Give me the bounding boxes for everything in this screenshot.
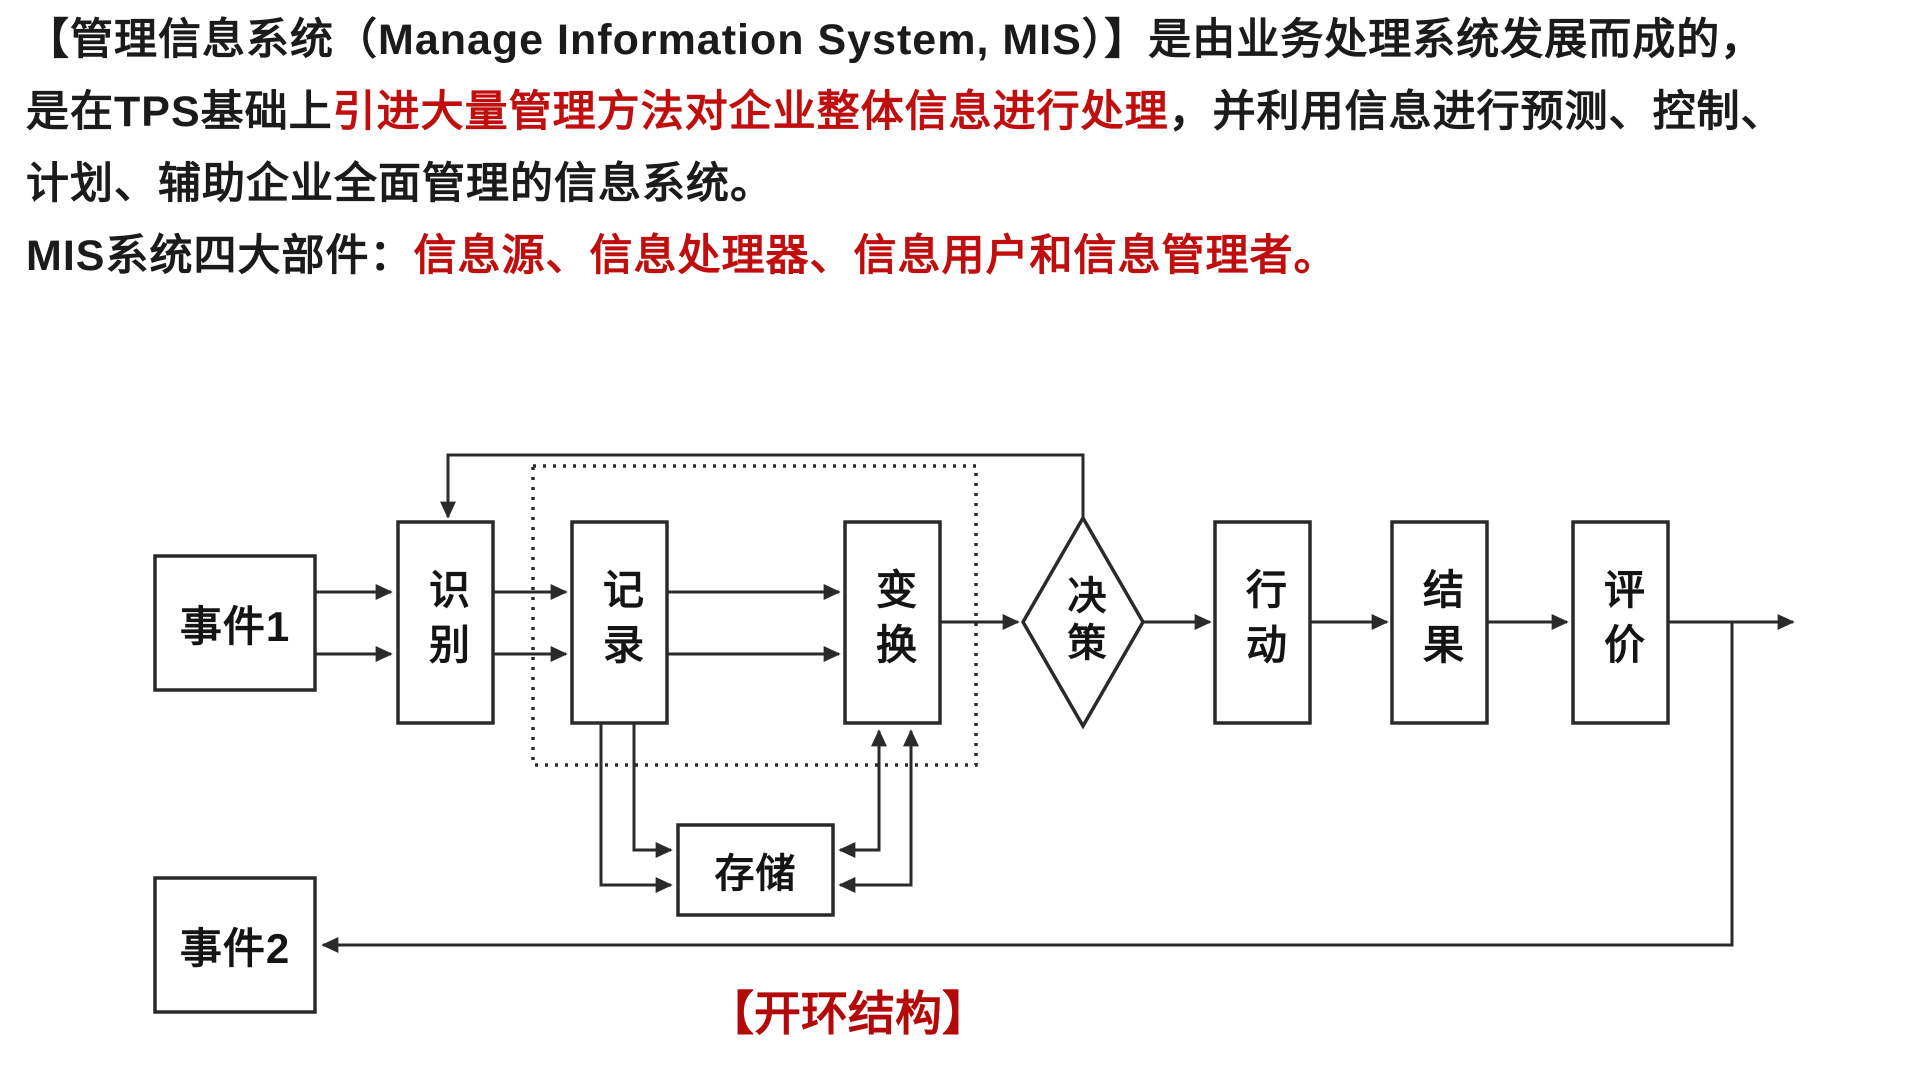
evaluate-box: [1571, 520, 1670, 725]
line2-black-pre: 是在TPS基础上: [26, 88, 333, 136]
line-storage-transform-upper: [838, 729, 887, 858]
line2-black-post: ，并利用信息进行预测、控制、: [1168, 88, 1785, 136]
event1-box: [153, 554, 317, 692]
line-record-storage-outer: [599, 723, 673, 893]
action-box: [1213, 520, 1312, 725]
decision-diamond: [1020, 514, 1146, 730]
dotted-boundary-box: [531, 464, 978, 767]
return-line-evaluate-event2: [321, 622, 1734, 953]
open-loop-caption: 【开环结构】: [707, 987, 989, 1040]
event2-box: [153, 876, 317, 1014]
text-line-3: 计划、辅助企业全面管理的信息系统。: [26, 148, 1785, 220]
line-record-storage-inner: [632, 723, 673, 858]
mis-definition-text: 【管理信息系统（Manage Information System, MIS）】…: [26, 4, 1785, 292]
line-storage-transform-lower: [838, 729, 919, 893]
storage-box: [676, 823, 835, 917]
result-box: [1390, 520, 1489, 725]
feedback-line-decision-identify: [440, 453, 1085, 519]
line3-black: 计划、辅助企业全面管理的信息系统。: [26, 160, 774, 208]
text-line-2: 是在TPS基础上引进大量管理方法对企业整体信息进行处理，并利用信息进行预测、控制…: [26, 76, 1785, 148]
line4-black: MIS系统四大部件：: [26, 232, 414, 280]
identify-box: [396, 520, 495, 725]
line1-black: 【管理信息系统（Manage Information System, MIS）】…: [26, 16, 1765, 64]
line2-red-highlight: 引进大量管理方法对企业整体信息进行处理: [332, 88, 1169, 136]
text-line-1: 【管理信息系统（Manage Information System, MIS）】…: [26, 4, 1785, 76]
transform-box: [843, 520, 942, 725]
record-box: [570, 520, 669, 725]
line4-red-highlight: 信息源、信息处理器、信息用户和信息管理者。: [413, 232, 1338, 280]
text-line-4: MIS系统四大部件：信息源、信息处理器、信息用户和信息管理者。: [26, 220, 1785, 292]
